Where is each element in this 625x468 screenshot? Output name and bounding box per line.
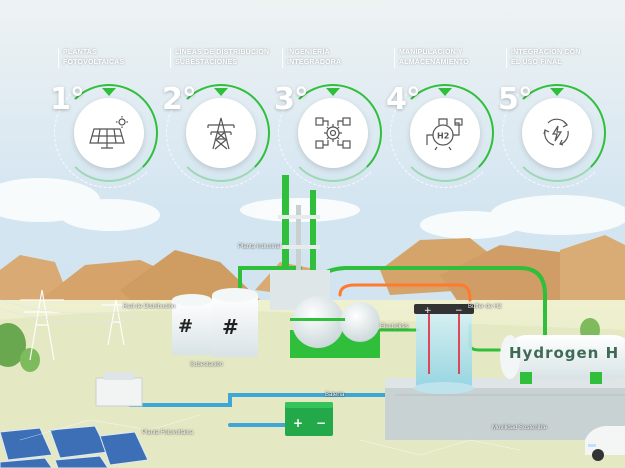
step-title: INGENIERÍA INTEGRADORA [282, 48, 392, 68]
step-number: 1° [50, 82, 85, 117]
svg-text:−: − [455, 306, 463, 316]
step-title-line2: EL USO FINAL [511, 59, 562, 66]
step-title-line2: ALMACENAMIENTO [399, 59, 469, 66]
step-marker-icon [438, 88, 452, 96]
solar-panel-icon [89, 116, 128, 149]
step-title: LÍNEAS DE DISTRIBUCIÓN SUBESTACIONES [170, 48, 280, 68]
step-4[interactable]: MANIPULACIÓN Y ALMACENAMIENTO 4° H2 [382, 48, 502, 208]
step-progress-ring [396, 84, 494, 182]
step-number: 5° [498, 82, 533, 117]
svg-text:H2: H2 [437, 132, 449, 141]
step-dashed-ring [54, 78, 164, 188]
step-title-line1: INGENIERÍA [287, 49, 330, 56]
step-dashed-ring [166, 78, 276, 188]
step-title: PLANTAS FOTOVOLTAICAS [58, 48, 168, 68]
step-icon-circle[interactable]: H2 [410, 98, 480, 168]
step-marker-icon [326, 88, 340, 96]
label-electrolisis: Electrólisis [380, 324, 409, 330]
step-title-line1: MANIPULACIÓN Y [399, 49, 463, 56]
step-title-line1: LÍNEAS DE DISTRIBUCIÓN [175, 49, 270, 56]
step-title-line2: INTEGRADORA [287, 59, 342, 66]
step-title-line1: INTEGRACIÓN CON [511, 49, 581, 56]
label-planta-industrial: Planta Industrial [238, 244, 282, 250]
step-icon-circle[interactable] [522, 98, 592, 168]
label-subestacion: Subestación [190, 362, 224, 368]
step-marker-icon [102, 88, 116, 96]
step-icon-circle[interactable] [298, 98, 368, 168]
svg-text:+: + [293, 416, 303, 430]
h2-storage-icon: H2 [426, 118, 463, 151]
step-icon-circle[interactable] [74, 98, 144, 168]
hydrogen-tank-text: Hydrogen H [509, 344, 620, 362]
step-5[interactable]: INTEGRACIÓN CON EL USO FINAL 5° [494, 48, 614, 208]
step-2[interactable]: LÍNEAS DE DISTRIBUCIÓN SUBESTACIONES 2° [158, 48, 278, 208]
svg-text:#: # [178, 316, 193, 337]
step-dashed-ring [278, 78, 388, 188]
process-steps: PLANTAS FOTOVOLTAICAS 1° LÍNEAS DE DISTR… [0, 0, 625, 210]
step-dashed-ring [390, 78, 500, 188]
step-progress-ring [60, 84, 158, 182]
svg-text:−: − [316, 416, 326, 430]
transmission-tower-icon [207, 117, 235, 150]
step-number: 2° [162, 82, 197, 117]
label-buffer-h2: Buffer de H2 [468, 304, 502, 310]
engineering-gears-icon [315, 117, 351, 149]
label-planta-fotovoltaica: Planta Fotovoltaica [142, 430, 194, 436]
label-bateria: Batería [325, 392, 345, 398]
step-progress-ring [508, 84, 606, 182]
label-movilidad-sostenible: Movilidad Sostenible [492, 425, 548, 431]
step-progress-ring [172, 84, 270, 182]
recycle-energy-icon [543, 118, 569, 146]
step-dashed-ring [502, 78, 612, 188]
step-1[interactable]: PLANTAS FOTOVOLTAICAS 1° [46, 48, 166, 208]
step-marker-icon [550, 88, 564, 96]
step-number: 3° [274, 82, 309, 117]
step-icon-circle[interactable] [186, 98, 256, 168]
step-title-line2: FOTOVOLTAICAS [63, 59, 125, 66]
step-progress-ring [284, 84, 382, 182]
step-title-line2: SUBESTACIONES [175, 59, 238, 66]
step-number: 4° [386, 82, 421, 117]
step-marker-icon [214, 88, 228, 96]
step-title-line1: PLANTAS [63, 49, 97, 56]
step-title: MANIPULACIÓN Y ALMACENAMIENTO [394, 48, 504, 68]
label-red-distribucion: Red de Distribución [123, 304, 176, 310]
svg-text:#: # [222, 315, 239, 339]
step-title: INTEGRACIÓN CON EL USO FINAL [506, 48, 616, 68]
svg-text:+: + [424, 306, 432, 316]
step-3[interactable]: INGENIERÍA INTEGRADORA 3° [270, 48, 390, 208]
